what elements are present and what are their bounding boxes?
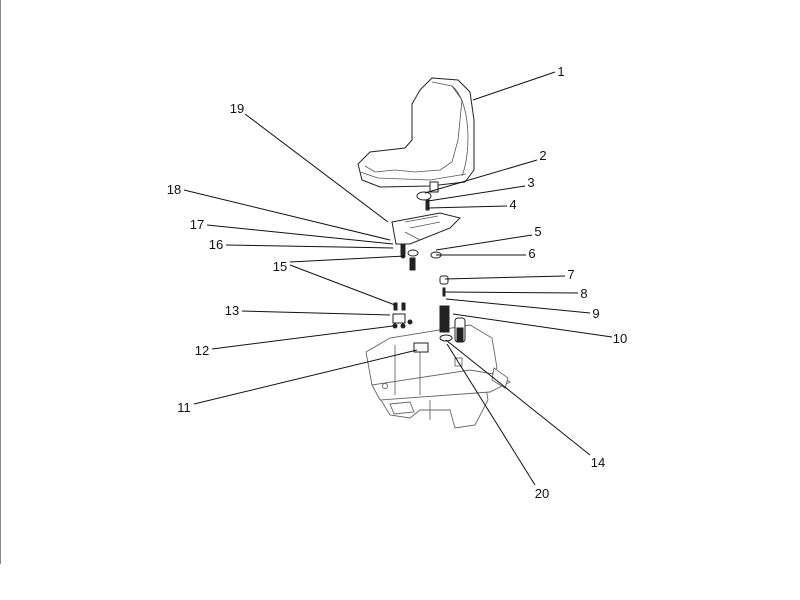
leader-line-15 [289,264,396,306]
callout-label-14: 14 [591,455,605,470]
callout-label-9: 9 [592,306,599,321]
leader-line-11 [193,349,418,405]
callout-label-19: 19 [230,101,244,116]
callout-label-8: 8 [580,286,587,301]
leader-line-20 [446,343,536,486]
callout-label-20: 20 [535,486,549,501]
callout-label-18: 18 [167,182,181,197]
border-line [0,0,1,564]
callout-label-17: 17 [190,217,204,232]
callout-label-5: 5 [534,224,541,239]
leader-line-17 [206,224,394,245]
seat [357,77,475,193]
callout-label-16: 16 [209,237,223,252]
callout-label-1: 1 [557,64,564,79]
chassis-frame [365,324,511,429]
leader-line-19 [244,113,389,223]
leader-line-9 [445,298,591,314]
leader-line-3 [427,185,526,202]
leader-line-10 [452,313,613,338]
callout-label-13: 13 [225,303,239,318]
leader-line-8 [444,291,579,294]
callout-label-2: 2 [539,148,546,163]
callout-label-12: 12 [195,343,209,358]
leader-line-5 [435,234,533,251]
leader-line-2 [424,159,538,194]
leader-line-7 [444,275,566,280]
callout-label-4: 4 [509,197,516,212]
leader-line-4 [427,205,508,209]
leader-line-15 [289,255,406,263]
hardware [392,199,466,353]
leader-line-1 [472,71,556,101]
leader-line-12 [211,325,394,350]
callout-label-3: 3 [527,175,534,190]
callout-label-11: 11 [177,400,191,415]
callout-label-7: 7 [567,267,574,282]
callout-label-6: 6 [528,246,535,261]
callout-label-10: 10 [613,331,627,346]
leader-line-18 [183,189,391,241]
leader-line-13 [241,310,391,316]
leader-lines [183,71,613,486]
callout-label-15: 15 [273,259,287,274]
leader-line-14 [445,339,591,456]
seat-bracket [391,191,461,245]
leader-line-16 [225,244,394,249]
